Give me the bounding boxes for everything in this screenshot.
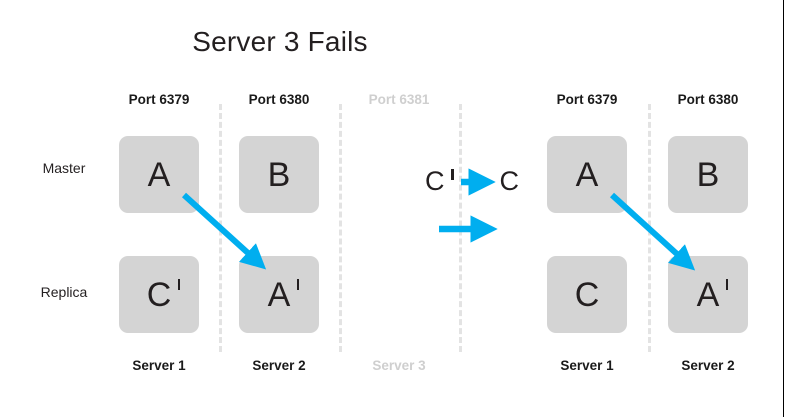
node-glyph: A: [267, 275, 299, 314]
left-server-label-1: Server 1: [132, 358, 186, 373]
node-right-master-server2[interactable]: B: [668, 136, 748, 213]
left-divider-1: [219, 104, 222, 352]
left-server-label-2: Server 2: [252, 358, 306, 373]
node-left-replica-server1[interactable]: C: [119, 256, 199, 333]
node-glyph: C: [574, 275, 600, 314]
page-title: Server 3 Fails: [192, 26, 368, 57]
legend: C C: [415, 168, 525, 248]
row-label-master: Master: [42, 160, 86, 176]
right-server-label-2: Server 2: [681, 358, 735, 373]
right-divider-1: [648, 104, 651, 352]
left-server-label-3: Server 3: [372, 358, 426, 373]
legend-term-from: C: [425, 166, 453, 196]
node-glyph: A: [147, 155, 171, 194]
node-glyph: A: [696, 275, 728, 314]
right-arrow-icon: [460, 167, 496, 196]
slide-right-border: [783, 0, 784, 417]
node-glyph: B: [696, 155, 720, 194]
node-left-master-server2[interactable]: B: [239, 136, 319, 213]
right-arrow-icon: [439, 215, 498, 243]
node-glyph: C: [146, 275, 180, 314]
node-left-replica-server2[interactable]: A: [239, 256, 319, 333]
node-glyph: A: [575, 155, 599, 194]
right-server-label-1: Server 1: [560, 358, 614, 373]
node-glyph: B: [267, 155, 291, 194]
left-port-label-2: Port 6380: [248, 92, 310, 107]
node-right-master-server1[interactable]: A: [547, 136, 627, 213]
right-port-label-1: Port 6379: [556, 92, 618, 107]
left-port-label-1: Port 6379: [128, 92, 190, 107]
left-divider-2: [339, 104, 342, 352]
legend-mapping-row: C C: [425, 166, 520, 196]
node-right-replica-server2[interactable]: A: [668, 256, 748, 333]
right-port-label-2: Port 6380: [677, 92, 739, 107]
left-port-label-3: Port 6381: [368, 92, 430, 107]
node-right-replica-server1[interactable]: C: [547, 256, 627, 333]
legend-plain-row: [437, 215, 499, 243]
row-label-replica: Replica: [40, 284, 88, 300]
legend-term-to: C: [499, 166, 520, 196]
node-left-master-server1[interactable]: A: [119, 136, 199, 213]
